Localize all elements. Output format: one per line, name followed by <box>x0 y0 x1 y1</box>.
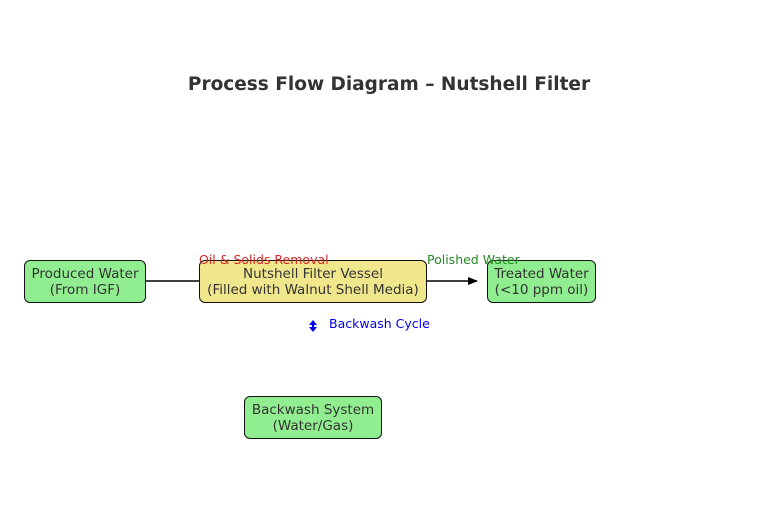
arrow-backwash-down-head <box>309 327 317 332</box>
node-produced-water-line1: Produced Water <box>31 265 139 282</box>
node-treated-water-line1: Treated Water <box>494 265 589 282</box>
node-filter-vessel: Nutshell Filter Vessel (Filled with Waln… <box>199 260 427 303</box>
node-backwash-system-line2: (Water/Gas) <box>272 417 354 434</box>
node-treated-water: Treated Water (<10 ppm oil) <box>487 260 596 303</box>
node-produced-water: Produced Water (From IGF) <box>24 260 146 303</box>
node-produced-water-line2: (From IGF) <box>49 281 121 298</box>
arrow-backwash-up-head <box>309 320 317 325</box>
node-backwash-system: Backwash System (Water/Gas) <box>244 396 382 439</box>
node-backwash-system-line1: Backwash System <box>251 401 375 418</box>
node-filter-vessel-line2: (Filled with Walnut Shell Media) <box>207 281 419 298</box>
node-treated-water-line2: (<10 ppm oil) <box>494 281 589 298</box>
label-backwash-cycle: Backwash Cycle <box>329 316 430 331</box>
label-polished-water: Polished Water <box>427 252 520 267</box>
diagram-title: Process Flow Diagram – Nutshell Filter <box>187 74 591 95</box>
node-filter-vessel-line1: Nutshell Filter Vessel <box>243 265 383 282</box>
label-oil-solids-removal: Oil & Solids Removal <box>199 252 329 267</box>
